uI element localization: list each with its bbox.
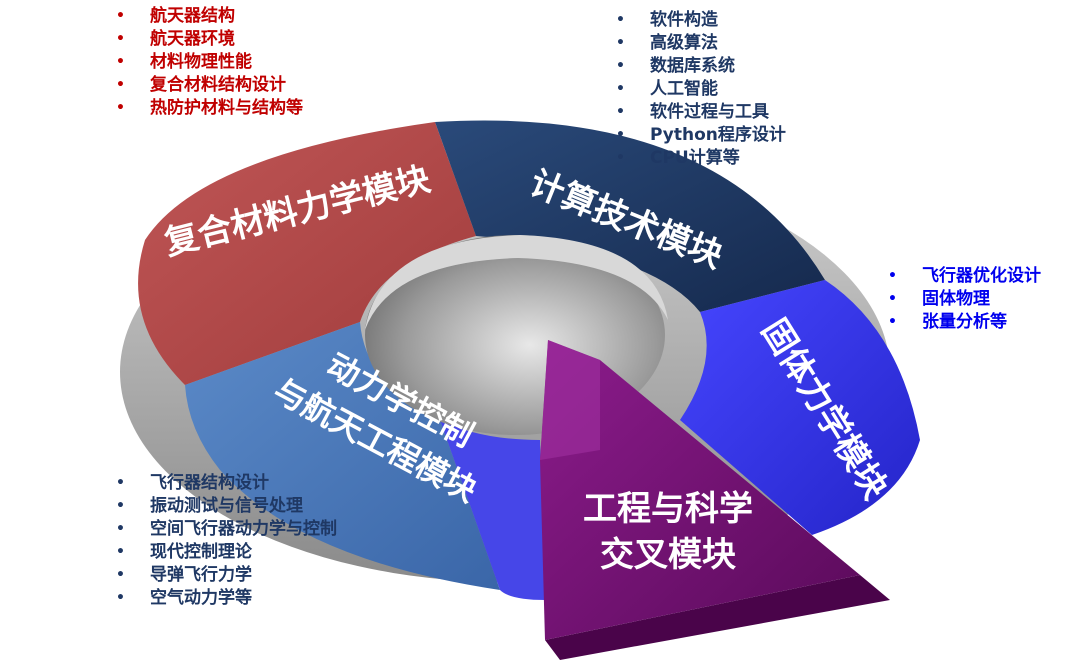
- list-item: 航天器结构: [112, 5, 303, 28]
- list-item: 材料物理性能: [112, 51, 303, 74]
- list-item: 飞行器优化设计: [884, 265, 1041, 288]
- label-cross-line1: 工程与科学: [583, 489, 753, 529]
- segment-cross: [540, 340, 860, 640]
- list-item: 数据库系统: [612, 55, 786, 78]
- list-item: 飞行器结构设计: [112, 472, 337, 495]
- segment-gap-blue: [440, 420, 545, 600]
- segment-computing: [435, 120, 825, 313]
- list-item: Python程序设计: [612, 124, 786, 147]
- computing-course-list: 软件构造 高级算法 数据库系统 人工智能 软件过程与工具 Python程序设计 …: [612, 9, 786, 170]
- list-item: 振动测试与信号处理: [112, 495, 337, 518]
- list-item: 空气动力学等: [112, 587, 337, 610]
- list-item: 张量分析等: [884, 311, 1041, 334]
- segment-solid: [680, 280, 920, 535]
- list-item: 复合材料结构设计: [112, 74, 303, 97]
- hole-rim: [365, 235, 668, 330]
- list-item: 固体物理: [884, 288, 1041, 311]
- composite-course-list: 航天器结构 航天器环境 材料物理性能 复合材料结构设计 热防护材料与结构等: [112, 5, 303, 120]
- list-item: 空间飞行器动力学与控制: [112, 518, 337, 541]
- list-item: 导弹飞行力学: [112, 564, 337, 587]
- list-item: 现代控制理论: [112, 541, 337, 564]
- list-item: 软件过程与工具: [612, 101, 786, 124]
- segment-composite: [138, 122, 477, 385]
- segment-dynamics: [185, 322, 500, 590]
- list-item: CPU计算等: [612, 147, 786, 170]
- list-item: 人工智能: [612, 78, 786, 101]
- segment-cross-side: [545, 575, 890, 660]
- solid-course-list: 飞行器优化设计 固体物理 张量分析等: [884, 265, 1041, 334]
- segment-cross-facet: [540, 340, 600, 460]
- list-item: 软件构造: [612, 9, 786, 32]
- list-item: 航天器环境: [112, 28, 303, 51]
- label-cross-line2: 交叉模块: [600, 535, 736, 575]
- dynamics-course-list: 飞行器结构设计 振动测试与信号处理 空间飞行器动力学与控制 现代控制理论 导弹飞…: [112, 472, 337, 610]
- list-item: 高级算法: [612, 32, 786, 55]
- list-item: 热防护材料与结构等: [112, 97, 303, 120]
